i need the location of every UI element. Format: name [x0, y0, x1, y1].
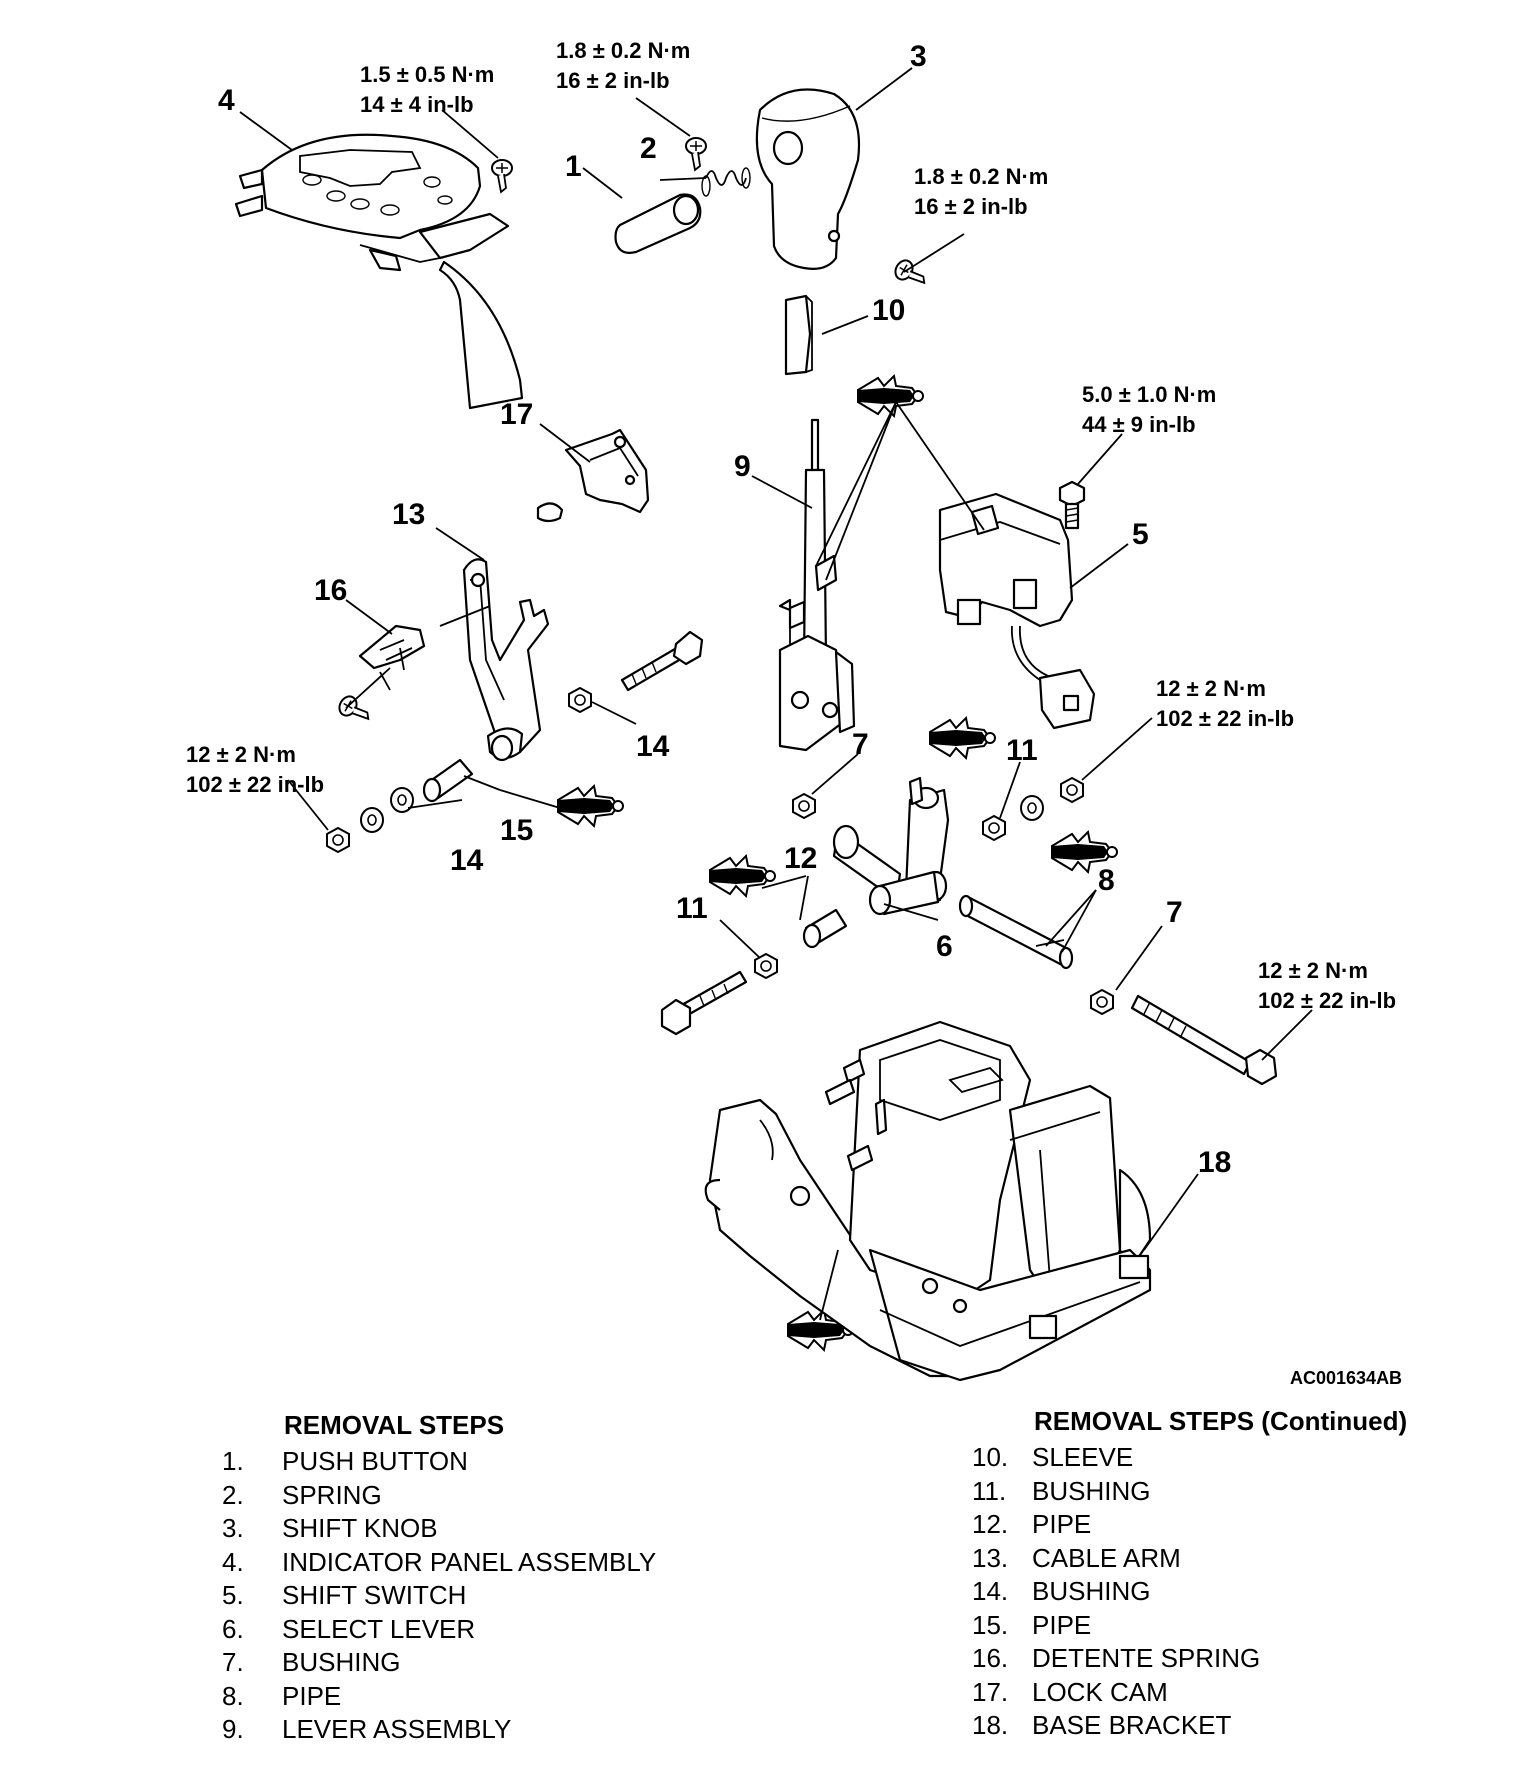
list-item: 17.LOCK CAM [972, 1676, 1168, 1707]
callout-9: 9 [734, 450, 751, 483]
push-button [614, 193, 702, 254]
list-item: 5.SHIFT SWITCH [222, 1580, 467, 1610]
nut-right [1060, 777, 1084, 803]
callout-5: 5 [1132, 518, 1149, 551]
callout-7-lower: 7 [1166, 896, 1183, 929]
torque-switch-inlb: 44 ± 9 in-lb [1082, 412, 1196, 437]
callout-3: 3 [910, 40, 927, 73]
nut-left [326, 827, 350, 853]
list-item: 3.SHIFT KNOB [222, 1513, 438, 1543]
list-item: 1.PUSH BUTTON [222, 1446, 468, 1476]
shift-switch [938, 492, 1096, 730]
spring [701, 167, 751, 197]
callout-14-upper: 14 [636, 730, 670, 763]
callout-1: 1 [565, 150, 582, 183]
callout-11-lower: 11 [676, 892, 708, 925]
grease-icon [709, 855, 776, 897]
list-item: 4.INDICATOR PANEL ASSEMBLY [222, 1546, 657, 1577]
bolt-shift-switch [1058, 480, 1086, 530]
torque-spring-nm: 1.8 ± 0.2 N·m [556, 38, 690, 63]
callout-numbers: 1 2 3 4 5 6 7 7 8 9 10 11 11 12 13 14 14… [218, 40, 1231, 1179]
list-item: 2.SPRING [222, 1479, 382, 1510]
list-item: 15.PIPE [972, 1609, 1092, 1640]
detente-spring [358, 624, 426, 670]
washer-right [1020, 795, 1044, 821]
removal-steps-continued-title: REMOVAL STEPS (Continued) [1034, 1406, 1408, 1436]
callout-17: 17 [500, 398, 533, 431]
torque-knob-nm: 1.8 ± 0.2 N·m [914, 164, 1048, 189]
callout-13: 13 [392, 498, 425, 531]
callout-4: 4 [218, 84, 235, 117]
list-item: 10.SLEEVE [972, 1442, 1134, 1472]
pipe-8 [958, 894, 1074, 970]
bolt-lower-left [660, 970, 748, 1036]
torque-long-bolt-nm: 12 ± 2 N·m [1258, 958, 1368, 983]
pipe-15 [422, 758, 474, 803]
cable-arm [462, 558, 550, 762]
select-lever [832, 776, 950, 916]
removal-steps-continued-list: REMOVAL STEPS (Continued) 10.SLEEVE 11.B… [972, 1406, 1407, 1743]
callout-15: 15 [500, 814, 533, 847]
bolt-upper-left [620, 630, 704, 692]
callout-8: 8 [1098, 864, 1115, 897]
screw-spring [685, 137, 707, 171]
torque-left-nut-nm: 12 ± 2 N·m [186, 742, 296, 767]
callout-10: 10 [872, 294, 905, 327]
torque-specs: 1.5 ± 0.5 N·m 14 ± 4 in-lb 1.8 ± 0.2 N·m… [186, 38, 1396, 1013]
indicator-panel-assembly [234, 133, 524, 410]
leader-lines [239, 67, 1313, 1321]
callout-6: 6 [936, 930, 953, 963]
removal-steps-title: REMOVAL STEPS [284, 1410, 505, 1440]
callout-18: 18 [1198, 1146, 1231, 1179]
list-item: 16.DETENTE SPRING [972, 1643, 1261, 1673]
list-item: 12.PIPE [972, 1509, 1092, 1539]
callout-11-upper: 11 [1006, 734, 1038, 767]
list-item: 11.BUSHING [972, 1475, 1151, 1506]
long-bolt [1130, 994, 1278, 1086]
lock-cam [536, 428, 650, 523]
callout-14-lower: 14 [450, 844, 484, 877]
figure-id: AC001634AB [1290, 1368, 1402, 1388]
list-item: 13.CABLE ARM [972, 1542, 1181, 1573]
torque-indicator-inlb: 14 ± 4 in-lb [360, 92, 474, 117]
list-item: 14.BUSHING [972, 1576, 1151, 1606]
callout-12: 12 [784, 842, 817, 875]
bushing-14-upper [568, 687, 592, 713]
torque-right-nut-inlb: 102 ± 22 in-lb [1156, 706, 1294, 731]
callout-16: 16 [314, 574, 347, 607]
bushing-11-upper [982, 815, 1006, 841]
grease-icon [557, 785, 624, 827]
torque-knob-inlb: 16 ± 2 in-lb [914, 194, 1028, 219]
shift-knob [755, 88, 860, 270]
screw-detente [335, 692, 375, 728]
base-bracket [704, 1020, 1152, 1382]
lever-assembly [778, 418, 856, 752]
grease-icon [929, 717, 996, 759]
torque-left-nut-inlb: 102 ± 22 in-lb [186, 772, 324, 797]
list-item: 18.BASE BRACKET [972, 1710, 1232, 1740]
callout-7-upper: 7 [852, 728, 869, 761]
grease-icon [857, 375, 924, 417]
list-item: 7.BUSHING [222, 1647, 401, 1677]
torque-right-nut-nm: 12 ± 2 N·m [1156, 676, 1266, 701]
removal-steps-list: REMOVAL STEPS 1.PUSH BUTTON 2.SPRING 3.S… [222, 1410, 656, 1747]
torque-long-bolt-inlb: 102 ± 22 in-lb [1258, 988, 1396, 1013]
screw-knob [891, 256, 931, 292]
bushing-7-lower [1090, 989, 1114, 1015]
bushing-7-upper [792, 793, 816, 819]
screw-indicator [491, 159, 513, 193]
list-item: 9.LEVER ASSEMBLY [222, 1714, 512, 1744]
torque-switch-nm: 5.0 ± 1.0 N·m [1082, 382, 1216, 407]
pipe-12 [802, 908, 848, 949]
callout-2: 2 [640, 132, 657, 165]
list-item: 6.SELECT LEVER [222, 1613, 476, 1644]
torque-indicator-nm: 1.5 ± 0.5 N·m [360, 62, 494, 87]
list-item: 8.PIPE [222, 1680, 342, 1711]
exploded-parts-diagram: 1 2 3 4 5 6 7 7 8 9 10 11 11 12 13 14 14… [186, 38, 1402, 1388]
washer-left [360, 807, 384, 833]
torque-spring-inlb: 16 ± 2 in-lb [556, 68, 670, 93]
sleeve [784, 294, 813, 376]
